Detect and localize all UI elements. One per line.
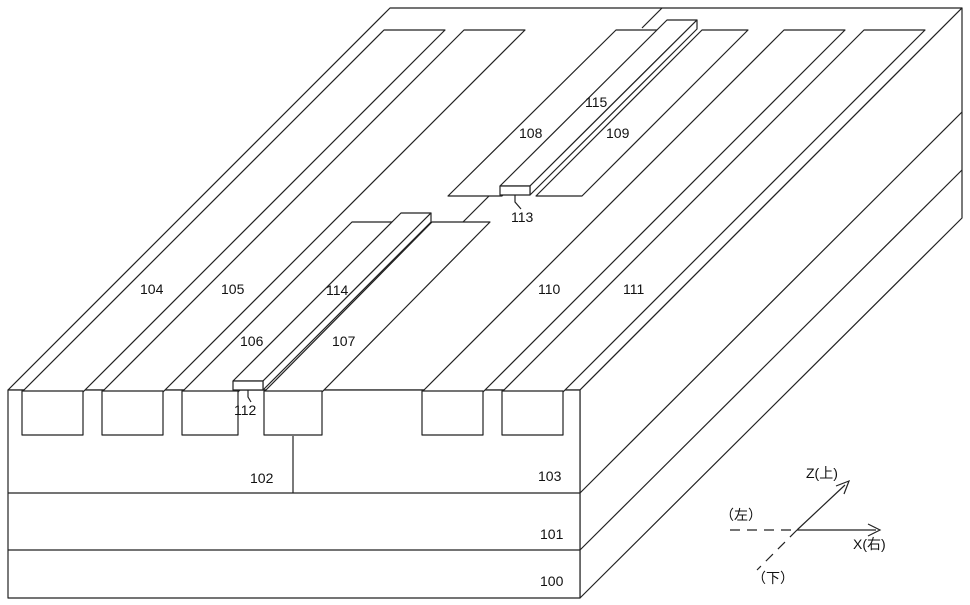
label-105: 105 <box>221 281 245 297</box>
z-axis-line <box>797 485 845 530</box>
label-102: 102 <box>250 470 274 486</box>
axis-label-z: Z(上) <box>806 465 838 481</box>
label-104: 104 <box>140 281 164 297</box>
axis-label-x: X(右) <box>853 536 886 552</box>
electrode-106-cross-section <box>182 391 238 435</box>
electrode-111-cross-section <box>502 391 563 435</box>
axis-label-left: （左） <box>720 507 762 523</box>
electrode-107-cross-section <box>264 391 322 435</box>
label-106: 106 <box>240 333 264 349</box>
label-112: 112 <box>234 402 257 418</box>
down-axis-dashed <box>757 530 797 570</box>
electrode-105-cross-section <box>102 391 163 435</box>
label-103: 103 <box>538 468 562 484</box>
label-108: 108 <box>519 125 543 141</box>
label-109: 109 <box>606 125 630 141</box>
ridge-112-front <box>233 381 263 390</box>
label-115: 115 <box>585 94 608 110</box>
label-111: 111 <box>623 281 644 297</box>
electrode-104-cross-section <box>22 391 83 435</box>
label-113: 113 <box>511 209 534 225</box>
label-107: 107 <box>332 333 356 349</box>
label-114: 114 <box>326 282 349 298</box>
axis-label-down: （下） <box>752 570 794 586</box>
electrode-110-cross-section <box>422 391 483 435</box>
label-100: 100 <box>540 573 564 589</box>
label-101: 101 <box>540 526 564 542</box>
ridge-113-front <box>500 186 530 195</box>
label-110: 110 <box>538 281 561 297</box>
